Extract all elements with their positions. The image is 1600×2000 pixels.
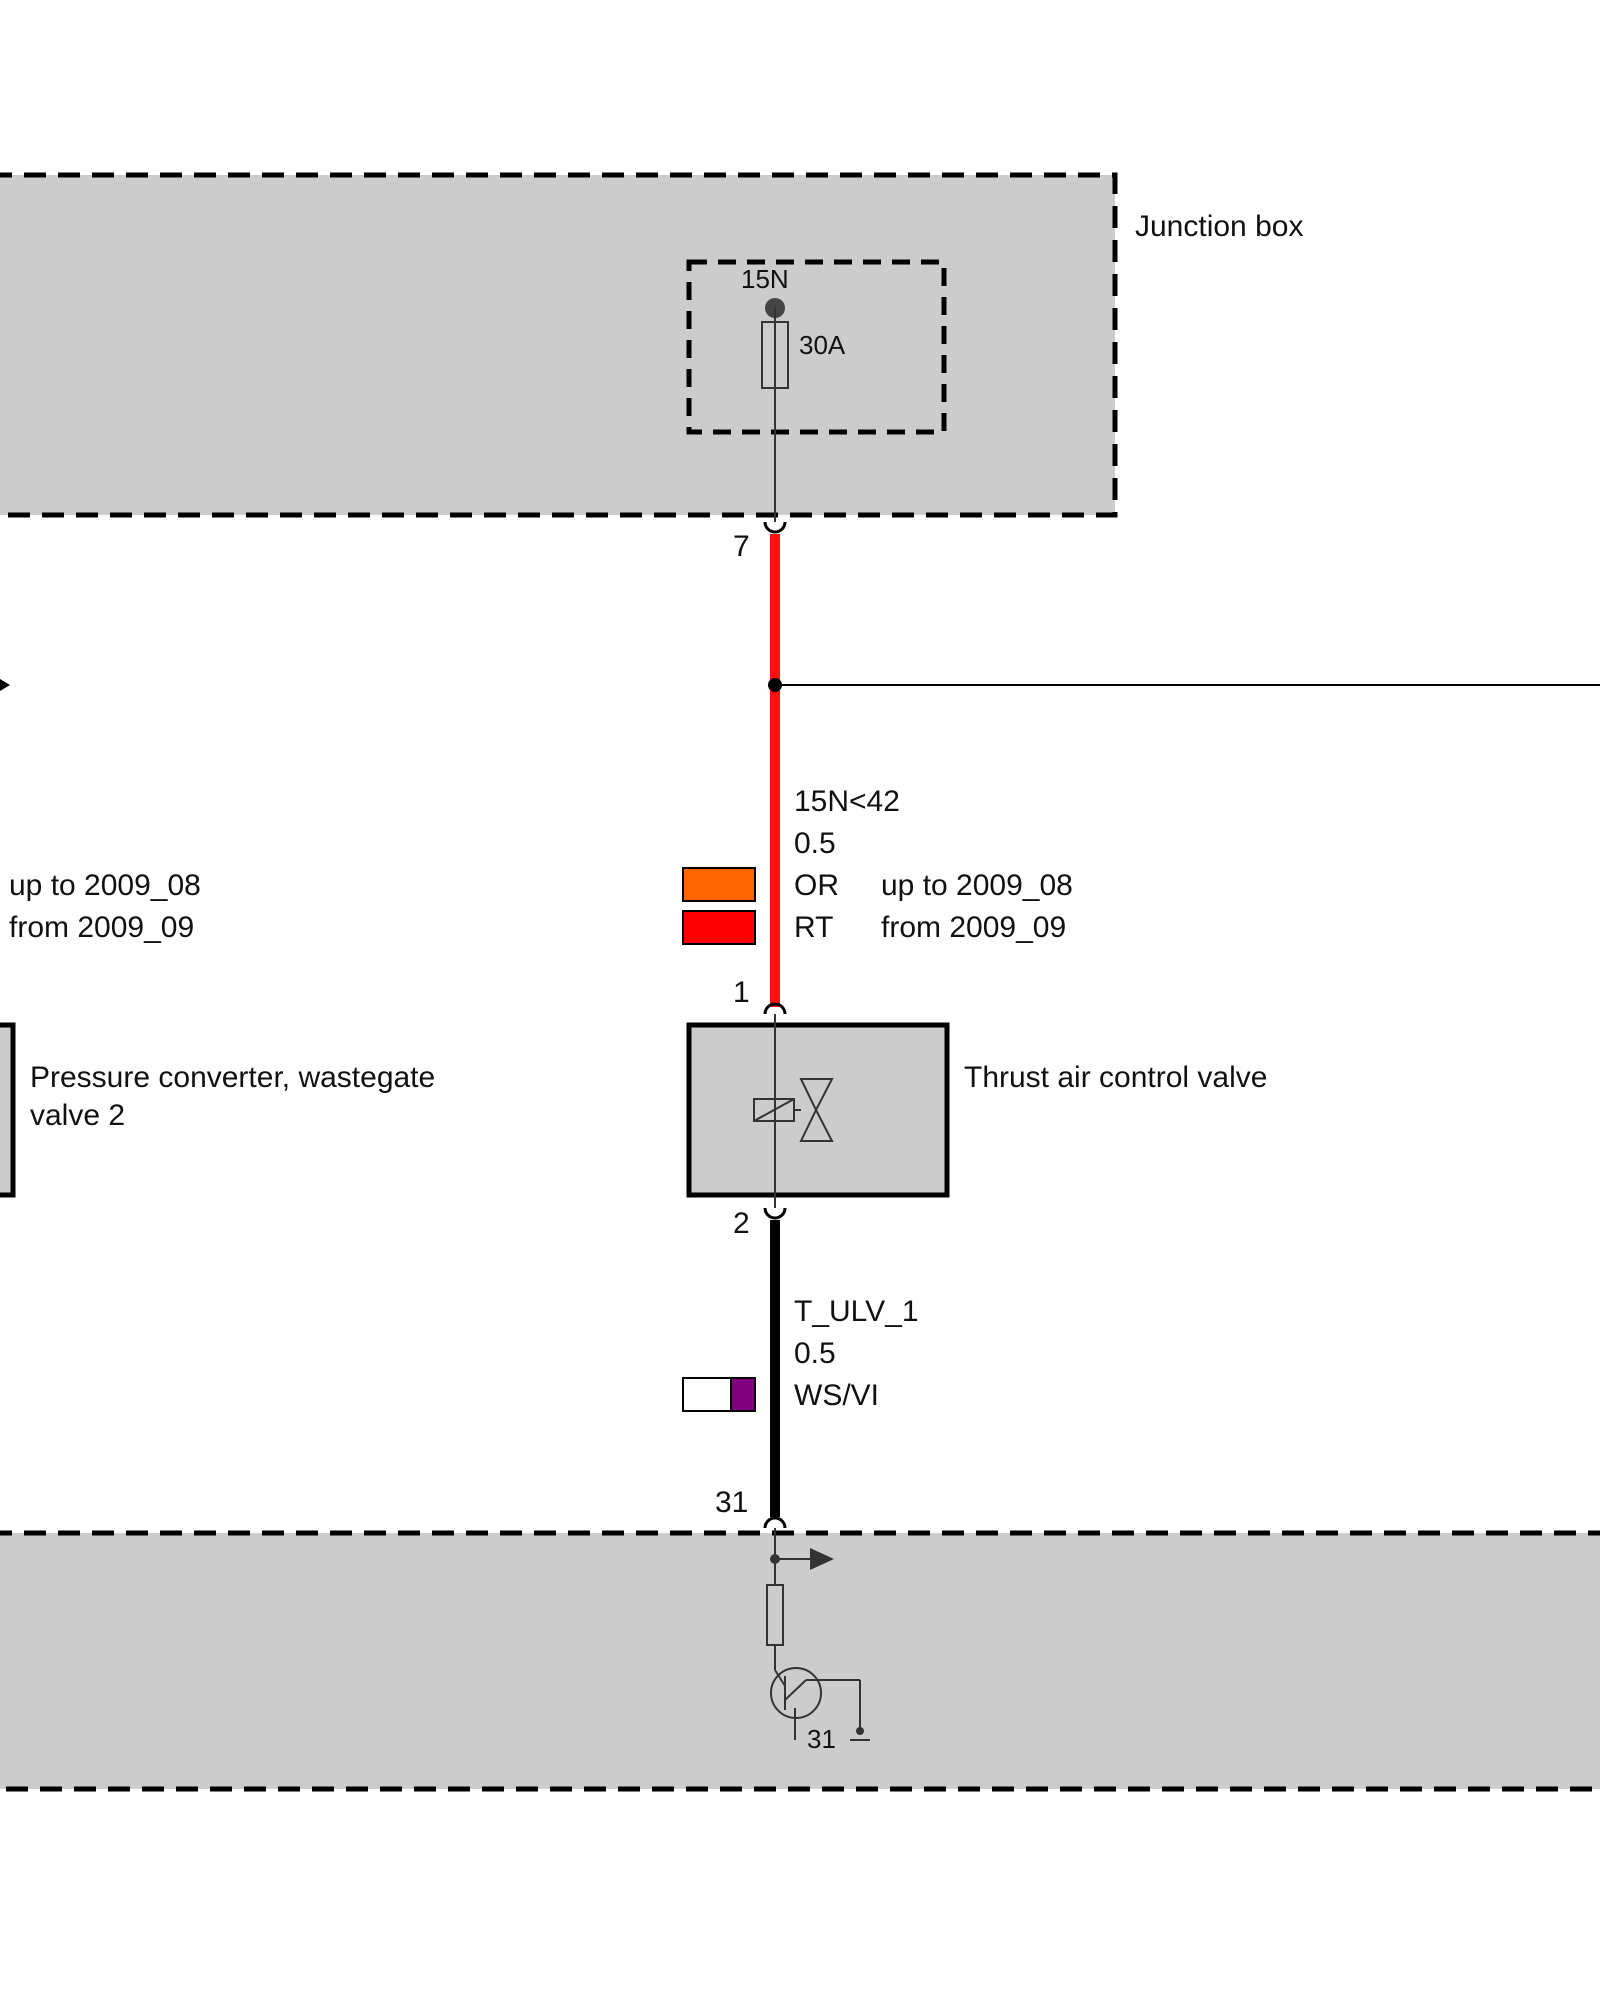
junction-box: Junction box 15N 30A	[0, 172, 1303, 522]
branch-arrow-left-icon	[0, 679, 10, 691]
swatch-or	[682, 867, 756, 902]
transistor-icon	[770, 1667, 861, 1740]
connector-pin-7-icon	[763, 521, 787, 534]
wire-code-or: OR	[794, 869, 839, 902]
pressure-converter-label-line1: Pressure converter, wastegate	[30, 1061, 435, 1094]
fuse-holder-box	[686, 259, 947, 435]
supply-wire-cross-section: 0.5	[794, 827, 836, 860]
connector-pin-1-icon	[763, 1002, 787, 1015]
control-unit: 31	[0, 1528, 1600, 1792]
signal-arrow-right-icon	[810, 1548, 834, 1570]
connector-pin-31-icon	[763, 1516, 787, 1529]
pressure-converter-box	[0, 1022, 16, 1198]
thrust-valve-label: Thrust air control valve	[964, 1061, 1267, 1094]
ground-wire-name: T_ULV_1	[794, 1295, 919, 1328]
solenoid-valve-icon	[753, 1078, 834, 1142]
pin-31-label: 31	[715, 1486, 748, 1519]
fuse-node-label: 15N	[741, 264, 789, 294]
control-unit-body	[0, 1530, 1600, 1792]
fuse-rating-label: 30A	[799, 330, 846, 360]
wire-code-rt: RT	[794, 911, 833, 944]
pressure-converter-label-line2: valve 2	[30, 1099, 125, 1132]
wire-note-rt: from 2009_09	[881, 911, 1066, 944]
swatch-ws	[682, 1377, 732, 1412]
ground-pin-label: 31	[807, 1724, 836, 1754]
swatch-vi	[730, 1377, 756, 1412]
connector-pin-2-icon	[763, 1207, 787, 1220]
left-note-up-to: up to 2009_08	[9, 869, 201, 902]
thrust-valve-body	[686, 1022, 950, 1198]
junction-box-label: Junction box	[1135, 210, 1303, 243]
wire-note-or: up to 2009_08	[881, 869, 1073, 902]
pin-7-label: 7	[733, 530, 750, 563]
swatch-rt	[682, 910, 756, 945]
pin-1-label: 1	[733, 976, 750, 1009]
ground-dot-icon	[856, 1727, 864, 1735]
junction-box-body	[0, 172, 1118, 518]
thrust-air-control-valve: Thrust air control valve	[686, 1014, 1267, 1208]
ground-wire-cross-section: 0.5	[794, 1337, 836, 1370]
supply-wire-name: 15N<42	[794, 785, 900, 818]
left-note-from: from 2009_09	[9, 911, 194, 944]
ground-wire-code: WS/VI	[794, 1379, 879, 1412]
pin-2-label: 2	[733, 1207, 750, 1240]
